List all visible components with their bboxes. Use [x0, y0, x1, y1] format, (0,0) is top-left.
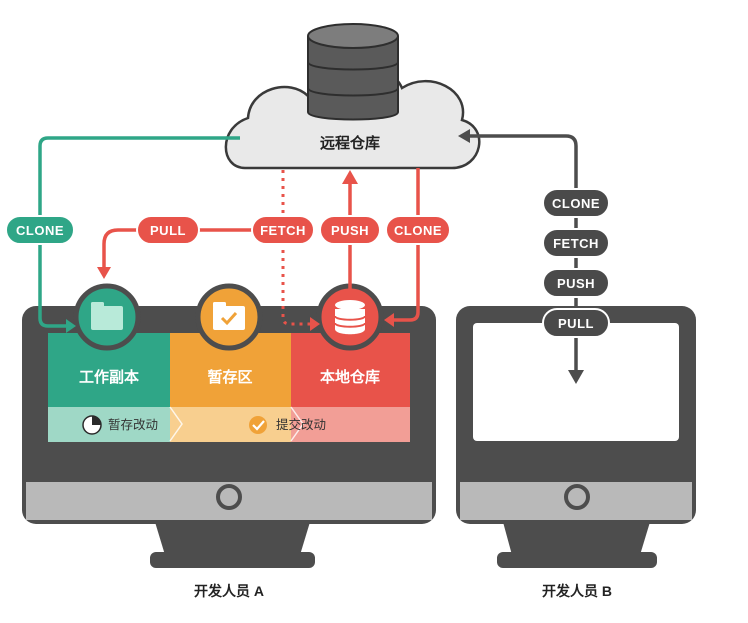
pull-pill[interactable]: PULL	[136, 215, 200, 245]
pull-flow-line	[102, 228, 290, 268]
developer-a-monitor: 工作副本 暂存区 本地仓库 暂存改动 提交改动	[22, 283, 436, 568]
svg-text:FETCH: FETCH	[553, 236, 599, 251]
clone-pill-a[interactable]: CLONE	[5, 215, 75, 245]
developer-b-pull-pill[interactable]: PULL	[542, 308, 610, 338]
fetch-pill[interactable]: FETCH	[251, 215, 315, 245]
folder-check-icon	[195, 283, 263, 351]
monitor-b-base	[497, 552, 657, 568]
database-server-icon	[307, 23, 399, 121]
svg-text:PUSH: PUSH	[557, 276, 595, 291]
clone-pill-local[interactable]: CLONE	[385, 215, 451, 245]
power-button-icon[interactable]	[564, 484, 590, 510]
push-pill[interactable]: PUSH	[319, 215, 381, 245]
database-icon	[316, 283, 384, 351]
staged-change-icon	[82, 415, 102, 435]
remote-repo-label: 远程仓库	[320, 134, 380, 152]
fetch-flow-line	[281, 170, 312, 326]
developer-b-flow-line	[468, 134, 578, 372]
developer-b-fetch-pill[interactable]: FETCH	[542, 228, 610, 258]
developer-b-label: 开发人员 B	[542, 583, 612, 599]
folder-icon	[73, 283, 141, 351]
developer-a-label: 开发人员 A	[194, 583, 264, 599]
working-copy-label: 工作副本	[79, 368, 139, 386]
remote-repo-cloud: 远程仓库	[224, 23, 481, 170]
developer-b-push-pill[interactable]: PUSH	[542, 268, 610, 298]
monitor-b-neck	[503, 522, 650, 555]
monitor-a-neck	[155, 522, 310, 555]
svg-text:CLONE: CLONE	[552, 196, 600, 211]
svg-text:CLONE: CLONE	[394, 223, 442, 238]
svg-text:PULL: PULL	[150, 223, 186, 238]
svg-text:PUSH: PUSH	[331, 223, 369, 238]
staging-area-label: 暂存区	[207, 368, 252, 386]
monitor-a-base	[150, 552, 315, 568]
power-button-icon[interactable]	[216, 484, 242, 510]
clone-flow-line-a-local	[392, 168, 420, 322]
staged-change-label: 暂存改动	[108, 418, 158, 432]
svg-text:CLONE: CLONE	[16, 223, 64, 238]
commit-check-icon	[249, 416, 267, 434]
developer-b-monitor	[456, 306, 696, 568]
local-repo-label: 本地仓库	[320, 368, 380, 386]
svg-text:FETCH: FETCH	[260, 223, 306, 238]
svg-text:PULL: PULL	[558, 316, 594, 331]
developer-b-clone-pill[interactable]: CLONE	[542, 188, 610, 218]
commit-change-label: 提交改动	[276, 417, 326, 432]
